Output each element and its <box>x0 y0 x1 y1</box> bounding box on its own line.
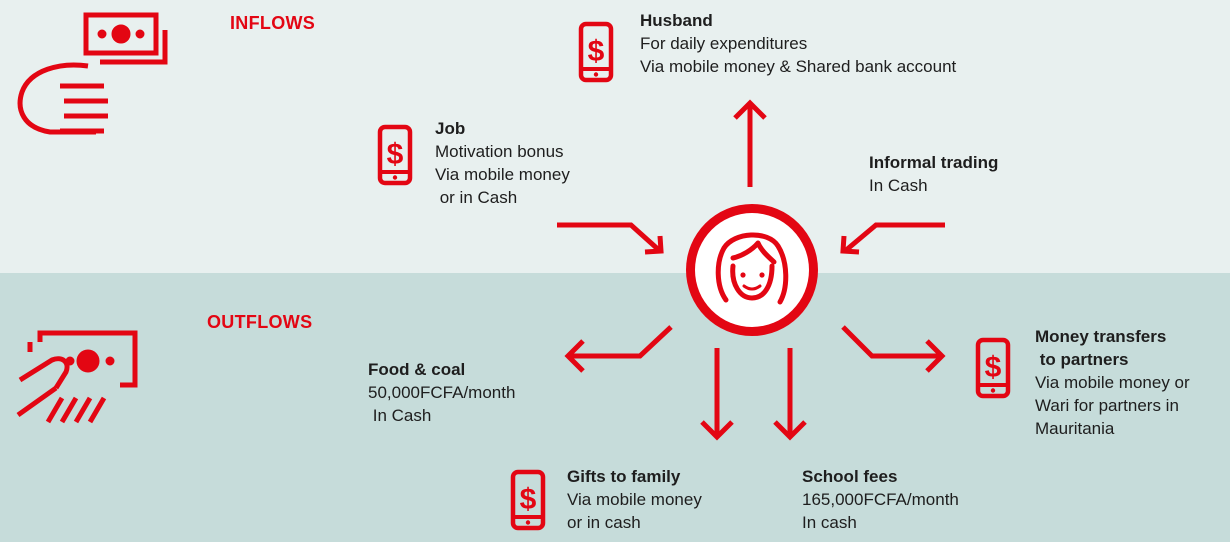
node-line: In Cash <box>869 176 928 195</box>
node-line: In cash <box>802 513 857 532</box>
node-money-transfers: Money transfers to partners Via mobile m… <box>1035 325 1190 440</box>
node-school-fees: School fees 165,000FCFA/month In cash <box>802 465 959 534</box>
node-line: Via mobile money <box>435 165 570 184</box>
arrow-to-money-transfers <box>841 325 946 373</box>
arrow-to-gifts <box>700 348 734 441</box>
node-line: or in Cash <box>435 188 518 207</box>
node-line: In Cash <box>368 406 432 425</box>
node-line: Mauritania <box>1035 419 1115 438</box>
node-line: 165,000FCFA/month <box>802 490 959 509</box>
node-food-coal: Food & coal 50,000FCFA/month In Cash <box>368 358 515 427</box>
job-mobile-money-icon <box>380 127 410 183</box>
node-title: Informal trading <box>869 153 999 172</box>
arrow-to-husband <box>733 99 767 187</box>
transfers-mobile-money-icon <box>978 340 1008 396</box>
node-job: Job Motivation bonus Via mobile money or… <box>435 117 570 209</box>
node-gifts-to-family: Gifts to family Via mobile money or in c… <box>567 465 702 534</box>
node-line: For daily expenditures <box>640 34 808 53</box>
arrow-from-informal-trading <box>840 222 945 255</box>
outflows-heading: OUTFLOWS <box>207 312 313 332</box>
outflows-band <box>0 273 1230 542</box>
node-title: Husband <box>640 11 713 30</box>
node-title: Job <box>435 119 466 138</box>
arrow-to-school-fees <box>773 348 807 441</box>
node-line: Wari for partners in <box>1035 396 1179 415</box>
node-husband: Husband For daily expenditures Via mobil… <box>640 9 956 78</box>
node-informal-trading: Informal trading In Cash <box>869 151 998 197</box>
node-line: Via mobile money <box>567 490 702 509</box>
node-line: or in cash <box>567 513 641 532</box>
gifts-mobile-money-icon <box>513 472 543 528</box>
node-title: Money transfers <box>1035 327 1167 346</box>
woman-face-icon <box>686 204 818 336</box>
husband-mobile-money-icon <box>581 24 611 80</box>
inflows-hand-money-icon <box>17 12 168 135</box>
outflows-hand-money-icon <box>16 330 138 424</box>
node-line: Motivation bonus <box>435 142 564 161</box>
arrow-to-food-coal <box>564 325 673 373</box>
node-line: 50,000FCFA/month <box>368 383 516 402</box>
node-title: Food & coal <box>368 360 466 379</box>
arrow-from-job <box>557 222 664 255</box>
node-line: Via mobile money or <box>1035 373 1190 392</box>
node-line: Via mobile money & Shared bank account <box>640 57 957 76</box>
node-title: Gifts to family <box>567 467 681 486</box>
inflows-heading: INFLOWS <box>230 13 316 33</box>
node-title: School fees <box>802 467 898 486</box>
node-title-continued: to partners <box>1035 350 1129 369</box>
